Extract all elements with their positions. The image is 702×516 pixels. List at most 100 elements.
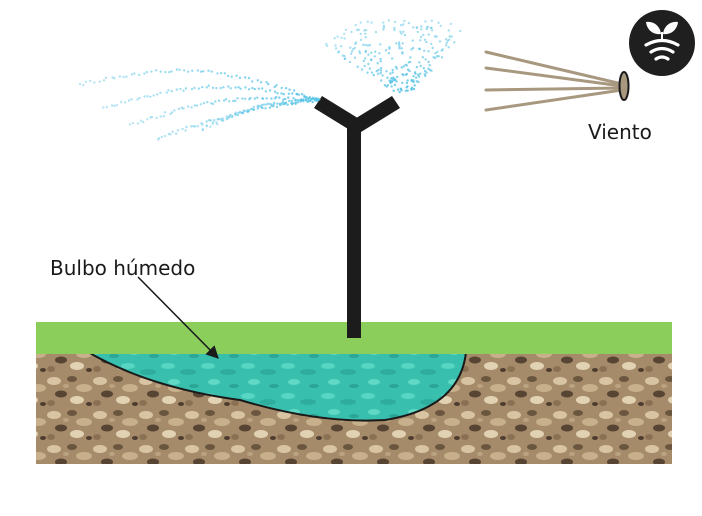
spray-droplet	[397, 41, 401, 44]
spray-droplet	[142, 120, 145, 124]
spray-droplet	[207, 119, 211, 122]
spray-droplet	[267, 102, 270, 105]
spray-droplet	[445, 44, 448, 47]
spray-droplet	[359, 32, 362, 36]
spray-droplet	[343, 57, 347, 61]
spray-droplet	[424, 58, 427, 61]
spray-droplet	[192, 125, 195, 128]
spray-droplet	[430, 29, 434, 32]
spray-droplet	[391, 68, 394, 72]
spray-droplet	[155, 69, 158, 72]
spray-droplet	[439, 24, 442, 28]
spray-droplet	[225, 115, 228, 118]
spray-droplet	[427, 60, 430, 64]
spray-droplet	[364, 49, 368, 53]
spray-droplet	[408, 60, 412, 64]
spray-droplet	[168, 71, 171, 74]
spray-droplet	[412, 75, 415, 78]
spray-droplet	[219, 86, 222, 90]
spray-droplet	[176, 129, 180, 132]
spray-droplet	[118, 75, 122, 78]
spray-droplet	[159, 115, 162, 118]
spray-droplet	[422, 67, 425, 70]
spray-droplet	[178, 68, 181, 72]
spray-droplet	[448, 35, 451, 38]
spray-droplet	[275, 105, 279, 109]
spray-droplet	[150, 70, 153, 73]
wind-label: Viento	[588, 120, 652, 144]
spray-droplet	[201, 85, 204, 89]
spray-droplet	[393, 79, 397, 82]
spray-droplet	[256, 79, 259, 82]
spray-droplet	[382, 21, 385, 24]
spray-droplet	[436, 50, 439, 54]
spray-droplet	[228, 100, 231, 103]
spray-droplet	[406, 89, 409, 92]
spray-droplet	[425, 26, 429, 29]
spray-droplet	[374, 50, 377, 53]
spray-droplet	[400, 66, 403, 69]
spray-droplet	[150, 115, 154, 119]
spray-droplet	[296, 101, 299, 104]
spray-droplet	[348, 60, 352, 64]
spray-droplet	[400, 32, 403, 35]
spray-droplet	[295, 93, 298, 96]
spray-droplet	[257, 87, 261, 90]
spray-droplet	[133, 72, 136, 75]
spray-droplet	[343, 32, 346, 35]
spray-droplet	[459, 29, 462, 33]
sprinkler-stem	[347, 122, 361, 338]
spray-droplet	[253, 97, 256, 100]
spray-droplet	[399, 88, 403, 91]
spray-droplet	[253, 87, 256, 91]
spray-droplet	[398, 47, 401, 50]
spray-droplet	[205, 120, 208, 123]
spray-droplet	[273, 97, 277, 100]
spray-droplet	[366, 44, 370, 47]
spray-droplet	[358, 50, 361, 53]
spray-droplet	[417, 75, 421, 78]
spray-droplet	[226, 74, 230, 78]
spray-droplet	[282, 92, 285, 96]
spray-droplet	[336, 51, 340, 54]
spray-droplet	[136, 98, 139, 101]
spray-droplet	[365, 28, 368, 32]
spray-droplet	[373, 55, 376, 58]
spray-droplet	[384, 49, 388, 52]
spray-droplet	[370, 58, 373, 61]
spray-droplet	[433, 35, 437, 38]
spray-droplet	[366, 20, 369, 23]
spray-droplet	[184, 87, 188, 90]
spray-droplet	[382, 28, 385, 31]
spray-droplet	[393, 20, 397, 24]
spray-droplet	[270, 97, 273, 100]
spray-droplet	[265, 97, 268, 100]
spray-droplet	[430, 69, 433, 72]
spray-droplet	[385, 70, 388, 73]
spray-droplet	[300, 93, 304, 96]
spray-droplet	[222, 86, 225, 89]
wind-source-icon	[618, 71, 630, 101]
spray-droplet	[399, 30, 402, 33]
spray-droplet	[391, 71, 394, 74]
spray-droplet	[352, 48, 355, 51]
spray-droplet	[280, 86, 283, 90]
spray-droplet	[406, 85, 409, 88]
spray-droplet	[152, 94, 155, 97]
spray-droplet	[128, 123, 132, 126]
spray-droplet	[447, 29, 450, 32]
spray-droplet	[382, 24, 386, 27]
spray-droplet	[286, 103, 289, 107]
spray-droplet	[214, 100, 217, 103]
spray-droplet	[251, 86, 254, 90]
spray-droplet	[400, 24, 403, 27]
spray-droplet	[402, 30, 405, 33]
spray-droplet	[379, 60, 382, 63]
spray-droplet	[393, 83, 397, 87]
spray-droplet	[136, 122, 140, 125]
spray-droplet	[179, 87, 182, 91]
spray-droplet	[379, 71, 382, 75]
spray-droplet	[280, 102, 283, 105]
spray-droplet	[163, 134, 167, 138]
spray-droplet	[415, 76, 418, 79]
